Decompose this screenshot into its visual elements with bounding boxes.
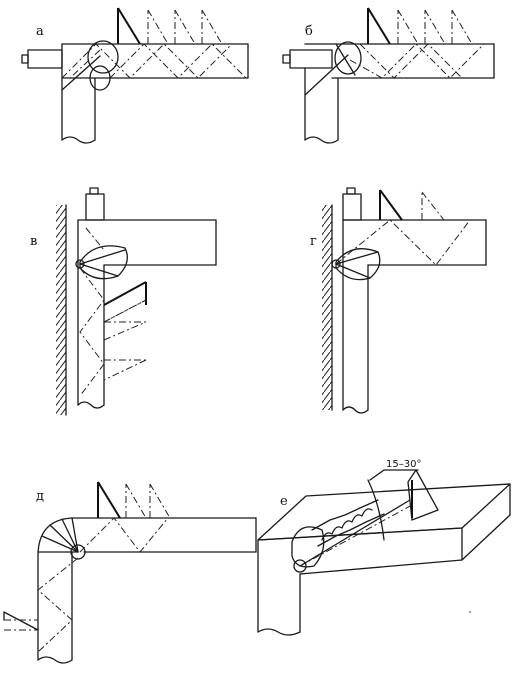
panel-v: в: [30, 187, 217, 416]
probe-b: [289, 49, 333, 69]
weld-v: [79, 245, 128, 280]
panel-label-e: е: [280, 494, 288, 509]
probe-e: [407, 469, 439, 521]
panel-label-g: г: [310, 234, 317, 249]
panel-e: е 15–30°: [257, 459, 511, 636]
probe-g: [342, 193, 362, 221]
block-top-e: [257, 483, 511, 541]
probe-a: [27, 49, 63, 69]
angle-arc-e: [367, 479, 385, 541]
panel-label-d: д: [36, 489, 44, 504]
wall-hatch-g: [322, 205, 332, 410]
probe-v: [85, 193, 105, 221]
rounded-corner-d: [37, 517, 73, 661]
weld-b: [334, 41, 362, 75]
panel-a: а: [21, 7, 249, 144]
panel-label-b: б: [305, 24, 313, 39]
panel-label-a: а: [36, 24, 44, 39]
angle-annotation: 15–30°: [386, 459, 421, 470]
panel-g: г: [310, 187, 487, 414]
wall-hatch-v: [56, 205, 66, 415]
panel-d: д: [3, 481, 257, 664]
weld-a: [87, 40, 119, 74]
panel-b: б: [282, 7, 495, 144]
panel-label-v: в: [30, 234, 37, 249]
weld-g: [335, 248, 381, 281]
weld-e: [291, 526, 325, 568]
